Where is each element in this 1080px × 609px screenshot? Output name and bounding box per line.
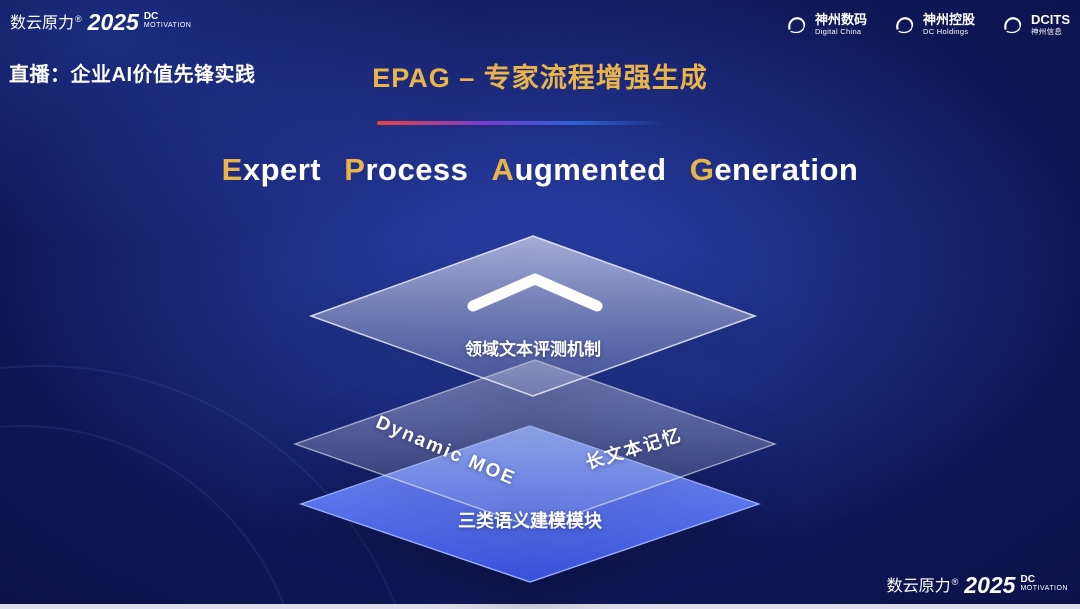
- brand-year: 2025: [87, 9, 139, 35]
- partner-subname: DC Holdings: [922, 27, 969, 37]
- brand-tagline: DC MOTIVATION: [1020, 574, 1068, 593]
- dcits-swoosh-icon: [1004, 17, 1022, 34]
- brand-logo-top-left: 数云原力® 2025 DC MOTIVATION: [10, 9, 191, 36]
- partner-name: 神州数码: [814, 12, 867, 28]
- subtitle-word: Generation: [689, 152, 859, 187]
- brand-tagline: DC MOTIVATION: [143, 11, 192, 30]
- registered-mark: ®: [951, 576, 959, 587]
- dc-holdings-swoosh-icon: [896, 17, 914, 34]
- digital-china-swoosh-icon: [788, 17, 806, 34]
- subtitle-word: Process: [344, 152, 469, 187]
- diagram-layer-top: [309, 235, 757, 397]
- brand-name: 数云原力®: [886, 576, 959, 595]
- registered-mark: ®: [75, 13, 82, 24]
- partner-name: DCITS: [1031, 12, 1070, 28]
- partner-subname: 神州信息: [1031, 27, 1063, 37]
- page-title: EPAG – 专家流程增强生成: [372, 63, 708, 93]
- partner-digital-china: 神州数码 Digital China: [783, 12, 867, 38]
- brand-logo-bottom-right: 数云原力® 2025 DC MOTIVATION: [887, 572, 1068, 599]
- bottom-layer-label: 三类语义建模模块: [458, 511, 602, 531]
- bottom-edge-strip: [0, 604, 1080, 609]
- brand-year: 2025: [964, 572, 1016, 598]
- partner-dcits: DCITS 神州信息: [999, 12, 1070, 38]
- chevron-up-icon: [467, 273, 603, 312]
- subtitle-word: Augmented: [491, 152, 667, 187]
- subtitle-word: Expert: [221, 152, 322, 187]
- gradient-divider-line: [377, 121, 665, 125]
- partner-subname: Digital China: [814, 27, 862, 37]
- brand-name: 数云原力®: [10, 13, 82, 32]
- partner-name: 神州控股: [922, 12, 975, 28]
- partner-logos: 神州数码 Digital China 神州控股 DC Holdings DCIT…: [783, 12, 1070, 38]
- subtitle-expanded-acronym: Expert Process Augmented Generation: [0, 152, 1080, 188]
- top-layer-label: 领域文本评测机制: [465, 340, 601, 359]
- partner-dc-holdings: 神州控股 DC Holdings: [891, 12, 975, 38]
- diagram-layer-middle: [293, 359, 777, 529]
- live-stream-label: 直播：企业AI价值先锋实践: [9, 64, 256, 86]
